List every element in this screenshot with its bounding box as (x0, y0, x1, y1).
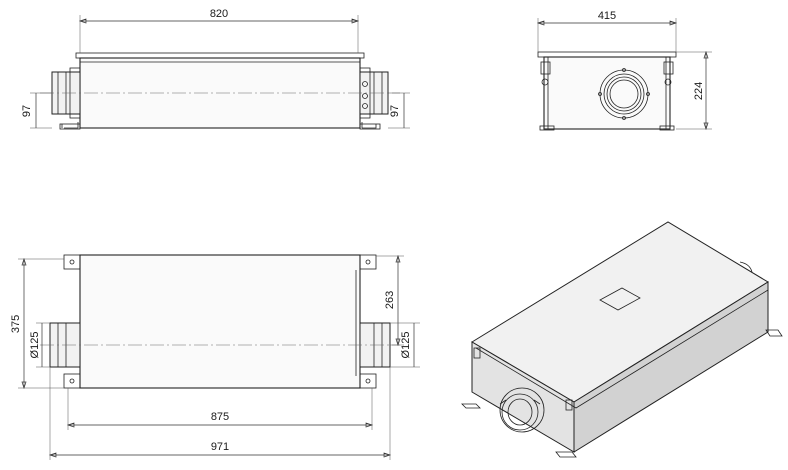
dim-875: 875 (211, 411, 229, 423)
dim-263: 263 (384, 291, 396, 309)
side-view-duct-outer (599, 69, 649, 119)
side-view: 415 224 (536, 10, 712, 131)
dim-97-right: 97 (389, 105, 401, 117)
front-view: 820 97 97 (21, 8, 410, 130)
dim-dia-125-right: Ø125 (400, 332, 412, 359)
plan-view-body (79, 254, 361, 389)
iso-side-face (573, 281, 769, 453)
dim-dia-125-left: Ø125 (29, 332, 41, 359)
dim-415: 415 (598, 10, 616, 22)
dim-971: 971 (211, 441, 229, 453)
dim-224: 224 (693, 82, 705, 100)
isometric-view (461, 221, 783, 458)
dim-820: 820 (210, 8, 228, 20)
dim-375: 375 (10, 315, 22, 333)
iso-label-plate (599, 287, 641, 311)
iso-duct (501, 393, 539, 431)
plan-view: 375 Ø125 263 Ø125 875 971 (10, 254, 420, 460)
dim-97-left: 97 (21, 105, 33, 117)
front-view-top-flange (75, 52, 365, 59)
